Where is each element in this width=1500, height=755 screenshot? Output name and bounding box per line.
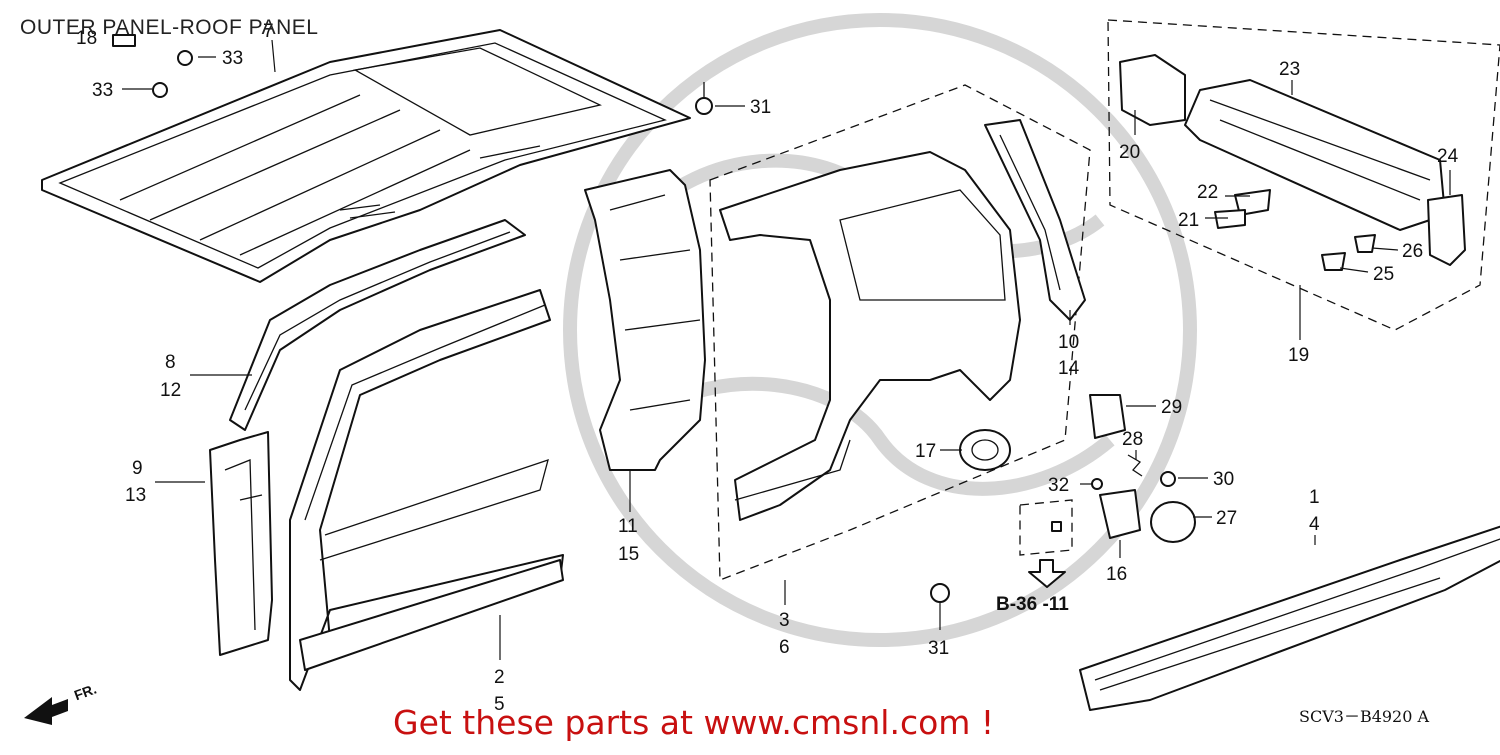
fuel-lid-base[interactable] xyxy=(959,429,1011,471)
callout-30: 30 xyxy=(1213,469,1234,490)
diagram-code: SCV3－B4920 A xyxy=(1299,707,1430,726)
reference-box xyxy=(1019,499,1073,588)
callout-25: 25 xyxy=(1373,264,1394,285)
callout-3: 3 xyxy=(779,610,790,631)
callout-16: 16 xyxy=(1106,564,1127,585)
fuel-lid-opener[interactable] xyxy=(1089,394,1126,439)
callout-17: 17 xyxy=(915,441,936,462)
callout-15: 15 xyxy=(618,544,639,565)
callout-24: 24 xyxy=(1437,146,1459,167)
leader-lines xyxy=(122,39,1451,660)
rear-quarter-panel[interactable] xyxy=(719,151,1021,521)
rear-pillar[interactable] xyxy=(984,119,1086,321)
callout-14: 14 xyxy=(1058,358,1080,379)
bolt-33-b xyxy=(152,82,168,98)
callout-23: 23 xyxy=(1279,59,1300,80)
group-box-quarter xyxy=(709,84,1091,581)
center-pillar[interactable] xyxy=(584,169,706,471)
callout-5: 5 xyxy=(494,694,505,715)
callout-26: 26 xyxy=(1402,241,1423,262)
bolt-30 xyxy=(1160,471,1176,487)
callout-28: 28 xyxy=(1122,429,1143,450)
group-box-rear xyxy=(1107,19,1500,331)
side-sill[interactable] xyxy=(1079,520,1500,711)
callout-29: 29 xyxy=(1161,397,1182,418)
callout-12: 12 xyxy=(160,380,181,401)
lid-hinge[interactable] xyxy=(1099,489,1141,539)
diagram-title: OUTER PANEL-ROOF PANEL xyxy=(20,16,319,39)
callout-33b: 33 xyxy=(92,80,113,101)
bolt-33-a xyxy=(177,50,193,66)
callout-27: 27 xyxy=(1216,508,1237,529)
callouts: 18 7 33 33 31 8 12 9 13 11 15 3 6 2 5 31… xyxy=(76,21,1459,715)
clip-18 xyxy=(112,34,136,47)
rear-panel-side-left[interactable] xyxy=(1119,54,1186,126)
bolt-32 xyxy=(1091,478,1103,490)
callout-21: 21 xyxy=(1178,210,1199,231)
callout-6: 6 xyxy=(779,637,790,658)
callout-8: 8 xyxy=(165,352,176,373)
fuel-lid[interactable] xyxy=(1150,501,1196,543)
callout-31a: 31 xyxy=(750,97,771,118)
front-pillar[interactable] xyxy=(209,431,273,656)
callout-10: 10 xyxy=(1058,332,1079,353)
roof-panel[interactable] xyxy=(41,29,691,283)
bolt-31-top xyxy=(695,82,713,115)
callout-31b: 31 xyxy=(928,638,949,659)
callout-19: 19 xyxy=(1288,345,1309,366)
callout-7: 7 xyxy=(263,21,274,42)
callout-20: 20 xyxy=(1119,142,1140,163)
callout-1: 1 xyxy=(1309,487,1320,508)
footer-link-text[interactable]: Get these parts at www.cmsnl.com ! xyxy=(393,703,995,742)
front-direction-arrow xyxy=(24,697,68,725)
callout-2: 2 xyxy=(494,667,505,688)
rear-lower-panel[interactable] xyxy=(1184,79,1446,231)
spring-28[interactable] xyxy=(1127,454,1143,477)
bracket-25-26[interactable] xyxy=(1321,234,1376,271)
callout-32: 32 xyxy=(1048,475,1069,496)
callout-33a: 33 xyxy=(222,48,243,69)
callout-18: 18 xyxy=(76,28,97,49)
callout-11: 11 xyxy=(618,516,638,537)
callout-22: 22 xyxy=(1197,182,1218,203)
rear-panel-side-right[interactable] xyxy=(1427,194,1466,266)
reference-label: B-36 -11 xyxy=(996,594,1069,615)
side-inner-frame[interactable] xyxy=(289,289,564,691)
bolt-31-bottom xyxy=(930,583,950,603)
callout-13: 13 xyxy=(125,485,146,506)
callout-4: 4 xyxy=(1309,514,1320,535)
roof-side-rail[interactable] xyxy=(229,219,526,431)
callout-9: 9 xyxy=(132,458,143,479)
